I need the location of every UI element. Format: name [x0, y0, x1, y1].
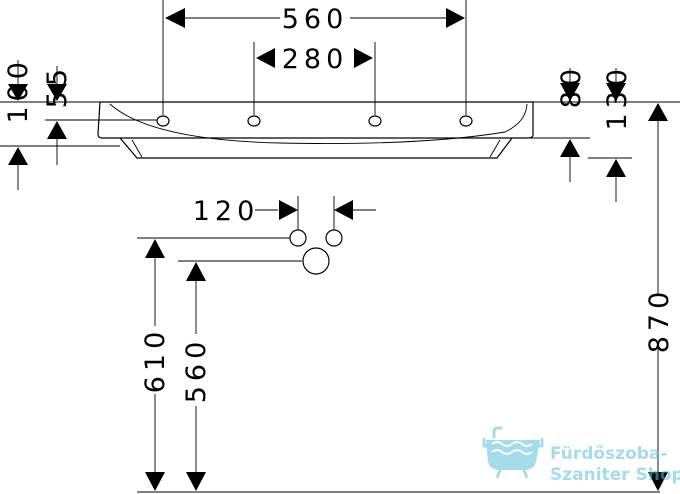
- label-130-depth: 130: [602, 64, 633, 131]
- watermark-logo: Fürdőszoba- Szaniter Shop: [482, 426, 680, 485]
- label-560-height: 560: [181, 337, 212, 404]
- dimension-610-height: 610: [137, 237, 660, 493]
- label-100-depth: 100: [3, 57, 34, 124]
- dimension-130-depth: 130: [588, 64, 633, 202]
- bathtub-icon: [482, 426, 544, 479]
- tap-holes: [156, 115, 473, 127]
- label-560-width: 560: [282, 4, 349, 35]
- label-80-depth: 80: [556, 64, 587, 108]
- dimension-120-spacing: 120: [193, 196, 376, 232]
- label-610-height: 610: [140, 327, 171, 394]
- label-55-depth: 55: [42, 64, 73, 108]
- watermark-line1: Fürdőszoba-: [550, 444, 668, 464]
- dimension-560-height: 560: [178, 260, 302, 491]
- dimension-100-depth: 100: [0, 57, 120, 190]
- watermark-line2: Szaniter Shop: [550, 465, 680, 485]
- drain-connections: [289, 229, 343, 275]
- dimension-870-height: 870: [644, 103, 675, 491]
- label-870-height: 870: [644, 287, 675, 354]
- label-120-spacing: 120: [193, 196, 260, 227]
- dimension-280-width: 280: [253, 42, 376, 115]
- label-280-width: 280: [282, 44, 349, 75]
- dimension-80-depth: 80: [512, 64, 680, 182]
- dimension-55-depth: 55: [42, 64, 100, 165]
- dimension-560-width: 560: [162, 0, 467, 115]
